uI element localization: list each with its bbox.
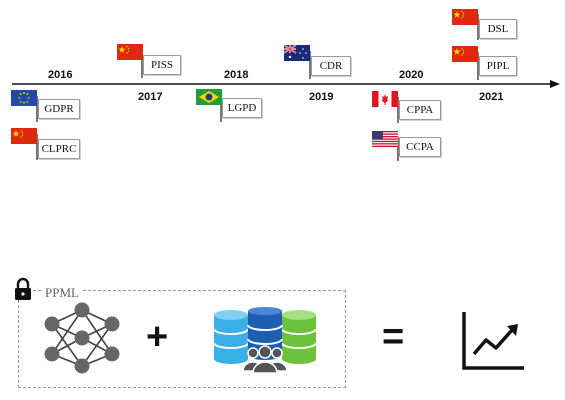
law-sign-lgpd: LGPD [222,98,262,118]
year-2019: 2019 [309,91,334,103]
china-flag-icon [11,128,37,144]
law-sign-clprc: CLPRC [38,139,80,159]
law-sign-cdr: CDR [311,56,351,76]
brazil-flag-icon [196,89,222,105]
law-sign-cppa: CPPA [399,100,441,120]
neural-network-icon [44,302,120,374]
law-sign-dsl: DSL [479,19,517,39]
timeline-axis [12,80,560,88]
china-flag-icon [117,44,143,60]
equals-sign: = [382,316,405,358]
flag-pole [141,50,143,78]
flag-pole [477,14,479,40]
eu-flag-icon [11,90,37,106]
flag-pole [397,97,399,123]
databases-icon [213,307,317,364]
year-2020: 2020 [399,69,424,81]
year-2016: 2016 [48,69,73,81]
australia-flag-icon [284,45,310,61]
lock-icon [15,277,31,300]
usa-flag-icon [372,131,398,147]
law-sign-piss: PISS [143,55,181,75]
flag-pole [36,96,38,122]
flag-pole [477,52,479,80]
law-sign-gdpr: GDPR [38,99,80,119]
china-flag-icon [452,9,478,25]
year-2017: 2017 [138,91,163,103]
ppml-box [18,290,346,388]
users-icon [242,345,288,373]
flag-pole [36,134,38,160]
china-flag-icon [452,46,478,62]
law-sign-ccpa: CCPA [399,137,441,157]
growth-chart-icon [462,312,524,370]
canada-flag-icon [372,91,398,107]
flag-pole [220,96,222,122]
flag-pole [397,137,399,161]
ppml-label: PPML [42,285,82,301]
year-2018: 2018 [224,69,249,81]
plus-sign: + [146,316,169,358]
law-sign-pipl: PIPL [479,56,517,76]
year-2021: 2021 [479,91,504,103]
flag-pole [309,51,311,79]
